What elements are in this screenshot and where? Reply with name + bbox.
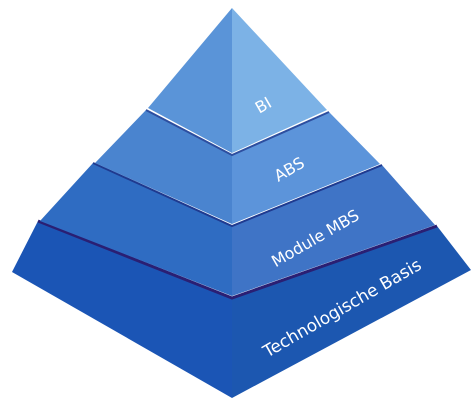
layer-1-left-face [148,8,232,153]
layer-3-right-face [232,165,435,296]
pyramid-layer-abs: ABS [95,109,380,224]
layer-4-left-face [12,221,232,398]
layer-2-right-face [232,112,380,224]
layer-4-right-face [232,226,471,398]
layer-1-right-face [232,8,327,153]
pyramid-layer-bi: BI [148,8,327,153]
layer-3-left-face [40,163,232,296]
pyramid-layer-module-mbs: Module MBS [40,162,435,296]
layer-3-separator [92,162,383,228]
layer-4-separator [37,219,438,300]
layer-2-separator [145,109,330,157]
layer-2-left-face [95,110,232,224]
